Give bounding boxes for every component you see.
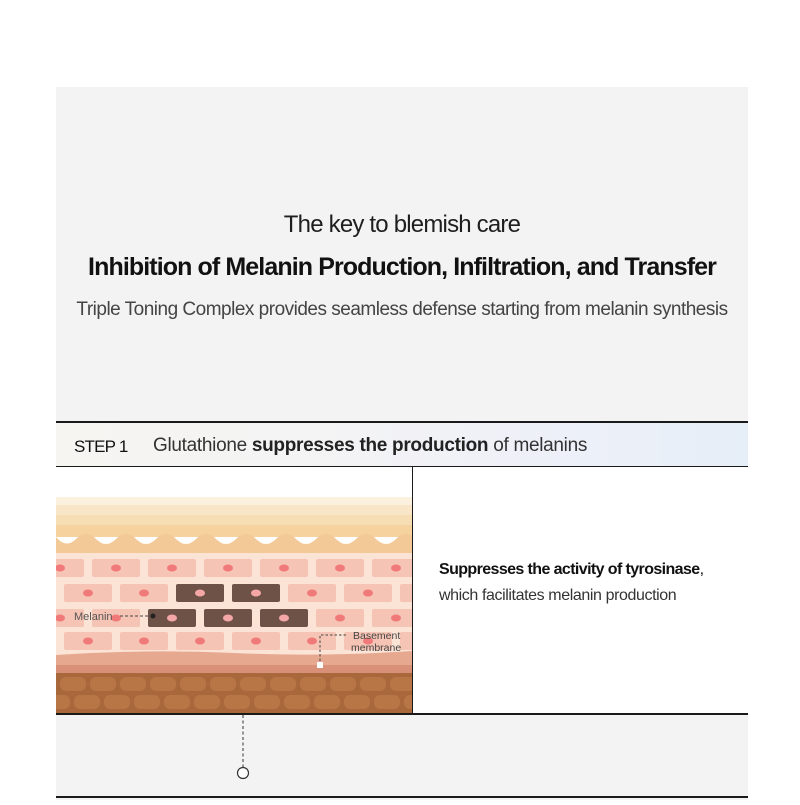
connector-illustration — [236, 715, 250, 780]
description-bold: Suppresses the activity of tyrosinase — [439, 561, 700, 578]
cell-nucleus — [223, 614, 233, 622]
skin-layers-illustration: Melanin Basement membrane — [56, 467, 412, 714]
cell-nucleus — [251, 637, 261, 645]
bottom-rule — [56, 796, 748, 798]
cell-nucleus — [195, 589, 205, 597]
description-comma: , — [699, 561, 704, 578]
hero-section: The key to blemish care Inhibition of Me… — [56, 87, 748, 421]
cell-nucleus — [335, 564, 345, 572]
dermis-cell — [240, 677, 266, 691]
cell-nucleus — [111, 564, 121, 572]
skin-cell — [400, 632, 412, 650]
dermis-cell — [314, 695, 340, 709]
melanin-label: Melanin — [74, 611, 113, 623]
dermis-cell — [74, 695, 100, 709]
basement-pointer-end — [317, 662, 323, 668]
dermis-cell — [60, 677, 86, 691]
skin-cell — [56, 559, 84, 577]
dermis-cell — [330, 677, 356, 691]
cell-nucleus — [223, 564, 233, 572]
description-line-2: which facilitates melanin production — [439, 587, 677, 604]
skin-cell — [400, 584, 412, 602]
content-panel: The key to blemish care Inhibition of Me… — [56, 87, 748, 800]
dermis-cell — [180, 677, 206, 691]
cell-nucleus — [391, 614, 401, 622]
cell-nucleus — [111, 614, 121, 622]
step-text-post: of melanins — [488, 435, 588, 456]
cell-nucleus — [83, 637, 93, 645]
cell-nucleus — [83, 589, 93, 597]
basement-label-2: membrane — [351, 642, 401, 654]
connector-circle — [236, 766, 250, 780]
dermis-cell — [224, 695, 250, 709]
dermis-cell — [374, 695, 400, 709]
cell-nucleus — [195, 637, 205, 645]
dermis-cell — [360, 677, 386, 691]
step-text: Glutathione suppresses the production of… — [153, 435, 587, 457]
cell-nucleus — [251, 589, 261, 597]
dermis-cell — [284, 695, 310, 709]
hero-kicker: The key to blemish care — [283, 211, 521, 238]
cell-nucleus — [363, 637, 373, 645]
step-text-pre: Glutathione — [153, 435, 252, 456]
melanin-pointer-dot — [150, 613, 156, 619]
step-label: STEP 1 — [74, 437, 128, 456]
cell-nucleus — [56, 614, 65, 622]
hero-subtitle: Triple Toning Complex provides seamless … — [76, 299, 728, 320]
dermis-cell — [390, 677, 412, 691]
lower-section — [56, 715, 748, 800]
cell-nucleus — [279, 564, 289, 572]
hero-title: Inhibition of Melanin Production, Infilt… — [88, 253, 717, 281]
dermis-cell — [210, 677, 236, 691]
description-box: Suppresses the activity of tyrosinase, w… — [413, 467, 748, 714]
cell-nucleus — [307, 637, 317, 645]
section-divider — [56, 713, 748, 715]
cell-nucleus — [335, 614, 345, 622]
dermis-cell — [164, 695, 190, 709]
cell-nucleus — [363, 589, 373, 597]
dermis-cell — [150, 677, 176, 691]
cell-nucleus — [139, 589, 149, 597]
step-bar: STEP 1 Glutathione suppresses the produc… — [56, 421, 748, 467]
skin-diagram: Melanin Basement membrane — [56, 467, 413, 714]
cell-nucleus — [391, 564, 401, 572]
dermis-cell — [300, 677, 326, 691]
dermis-cell — [90, 677, 116, 691]
dermis-cell — [134, 695, 160, 709]
cell-nucleus — [167, 614, 177, 622]
cell-nucleus — [56, 564, 65, 572]
cell-nucleus — [307, 589, 317, 597]
dermis-cells — [56, 677, 412, 709]
dermis-cell — [270, 677, 296, 691]
dermis-cell — [56, 695, 70, 709]
dermis-cell — [404, 695, 412, 709]
cell-nucleus — [139, 637, 149, 645]
basement-label-1: Basement — [353, 630, 400, 642]
dermis-cell — [344, 695, 370, 709]
skin-cell — [56, 609, 84, 627]
cell-nucleus — [279, 614, 289, 622]
dermis-cell — [104, 695, 130, 709]
step-text-bold: suppresses the production — [251, 435, 489, 456]
skin-cells — [56, 559, 412, 650]
dermis-cell — [194, 695, 220, 709]
dermis-cell — [120, 677, 146, 691]
dermis-cell — [254, 695, 280, 709]
cell-nucleus — [167, 564, 177, 572]
description-line-1: Suppresses the activity of tyrosinase, — [439, 561, 704, 579]
